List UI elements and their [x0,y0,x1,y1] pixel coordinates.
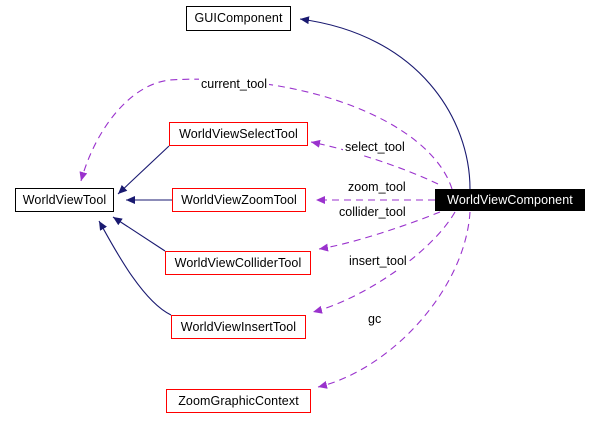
node-worldviewinserttool[interactable]: WorldViewInsertTool [171,315,306,339]
node-label: WorldViewZoomTool [181,192,297,207]
node-label: WorldViewTool [22,192,107,207]
inheritance-edges [98,16,471,316]
edge-worldviewinserttool-to-worldviewtool [98,220,172,316]
node-label: WorldViewInsertTool [180,319,297,334]
edge-insert-tool [312,211,456,314]
node-label: WorldViewComponent [447,192,573,207]
edge-label-gc: gc [366,312,384,327]
node-label: ZoomGraphicContext [178,393,299,408]
node-label: WorldViewSelectTool [179,126,298,141]
node-worldviewcollidertool[interactable]: WorldViewColliderTool [165,251,311,275]
edge-label-select-tool: select_tool [343,140,407,155]
node-worldviewcomponent[interactable]: WorldViewComponent [435,189,585,211]
edge-worldviewcollidertool-to-worldviewtool [112,216,166,252]
edge-worldviewcomponent-to-guicomponent [299,16,471,190]
edge-label-insert-tool: insert_tool [347,254,409,269]
edge-gc [317,211,471,389]
edge-collider-tool [318,211,441,252]
edge-label-collider-tool: collider_tool [337,205,408,220]
edge-worldviewselecttool-to-worldviewtool [117,145,170,195]
node-worldviewtool[interactable]: WorldViewTool [15,188,114,212]
node-zoomgraphiccontext[interactable]: ZoomGraphicContext [166,389,311,413]
node-guicomponent[interactable]: GUIComponent [186,6,291,31]
node-worldviewselecttool[interactable]: WorldViewSelectTool [169,122,308,146]
node-label: WorldViewColliderTool [174,255,302,270]
node-worldviewzoomtool[interactable]: WorldViewZoomTool [172,188,306,212]
node-label: GUIComponent [194,11,283,26]
edge-label-current-tool: current_tool [199,77,270,92]
edge-label-zoom-tool: zoom_tool [346,180,408,195]
edge-select-tool [310,139,439,185]
